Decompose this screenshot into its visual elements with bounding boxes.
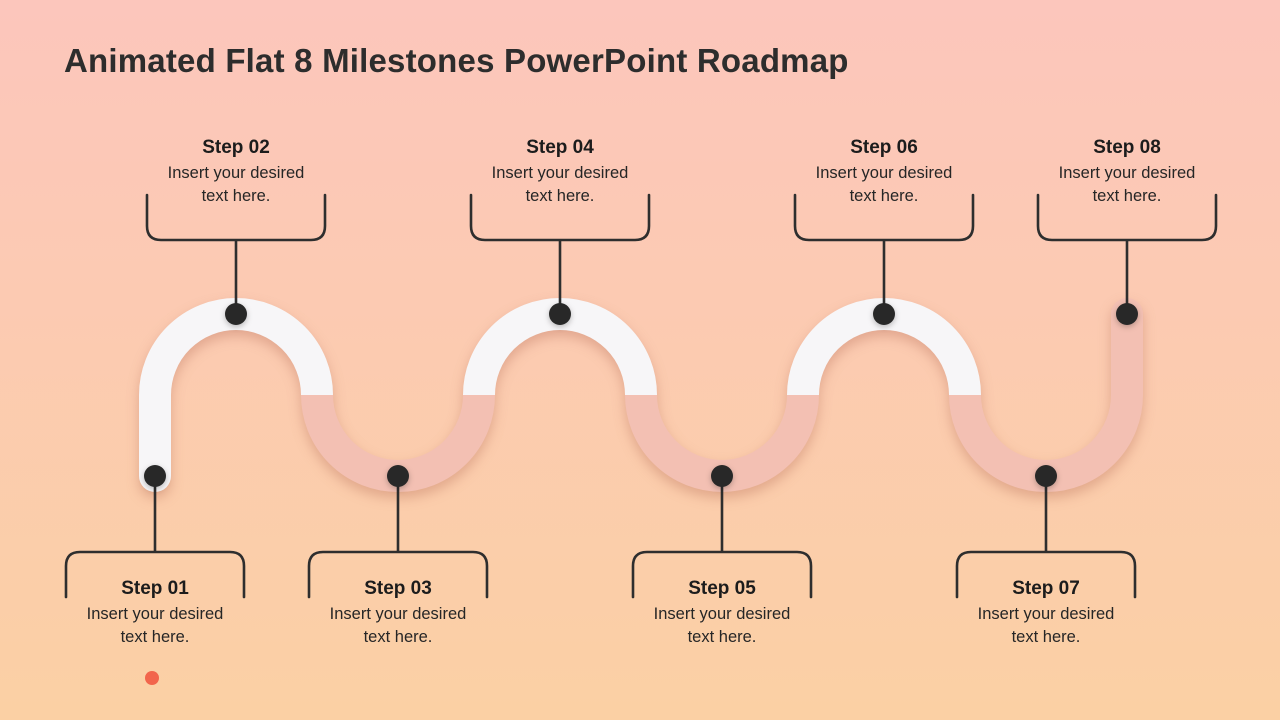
milestone-dot-1	[144, 465, 166, 487]
track-segment-white-3	[787, 298, 981, 396]
step-07-title: Step 07	[1012, 578, 1080, 599]
step-06-title: Step 06	[850, 137, 918, 158]
step-08-description: Insert your desired text here.	[1058, 164, 1196, 205]
step-08-label: Step 08 Insert your desired text here.	[1027, 137, 1227, 208]
milestone-dot-6	[873, 303, 895, 325]
step-01-description: Insert your desired text here.	[86, 605, 224, 646]
step-05-label: Step 05 Insert your desired text here.	[622, 578, 822, 649]
step-04-title: Step 04	[526, 137, 594, 158]
step-06-label: Step 06 Insert your desired text here.	[784, 137, 984, 208]
step-05-description: Insert your desired text here.	[653, 605, 791, 646]
milestone-dot-2	[225, 303, 247, 325]
milestone-dot-4	[549, 303, 571, 325]
accent-dot	[145, 671, 159, 685]
step-05-title: Step 05	[688, 578, 756, 599]
step-04-description: Insert your desired text here.	[491, 164, 629, 205]
roadmap-track	[139, 298, 1143, 492]
step-02-description: Insert your desired text here.	[167, 164, 305, 205]
milestone-dot-5	[711, 465, 733, 487]
step-07-label: Step 07 Insert your desired text here.	[946, 578, 1146, 649]
step-01-label: Step 01 Insert your desired text here.	[55, 578, 255, 649]
step-07-description: Insert your desired text here.	[977, 605, 1115, 646]
step-08-title: Step 08	[1093, 137, 1161, 158]
track-segment-pink-3	[949, 314, 1143, 492]
step-03-title: Step 03	[364, 578, 432, 599]
track-segment-pink-2	[625, 394, 819, 492]
step-03-label: Step 03 Insert your desired text here.	[298, 578, 498, 649]
slide-title: Animated Flat 8 Milestones PowerPoint Ro…	[64, 42, 849, 79]
step-04-label: Step 04 Insert your desired text here.	[460, 137, 660, 208]
step-03-description: Insert your desired text here.	[329, 605, 467, 646]
milestone-dot-7	[1035, 465, 1057, 487]
callout-wires	[64, 193, 1218, 599]
step-02-label: Step 02 Insert your desired text here.	[136, 137, 336, 208]
track-segment-white-2	[463, 298, 657, 396]
milestone-dot-8	[1116, 303, 1138, 325]
milestone-dots	[144, 303, 1138, 487]
step-01-title: Step 01	[121, 578, 189, 599]
milestone-dot-3	[387, 465, 409, 487]
step-06-description: Insert your desired text here.	[815, 164, 953, 205]
step-02-title: Step 02	[202, 137, 270, 158]
track-segment-white-1	[139, 298, 333, 476]
track-segment-pink-1	[301, 394, 495, 492]
